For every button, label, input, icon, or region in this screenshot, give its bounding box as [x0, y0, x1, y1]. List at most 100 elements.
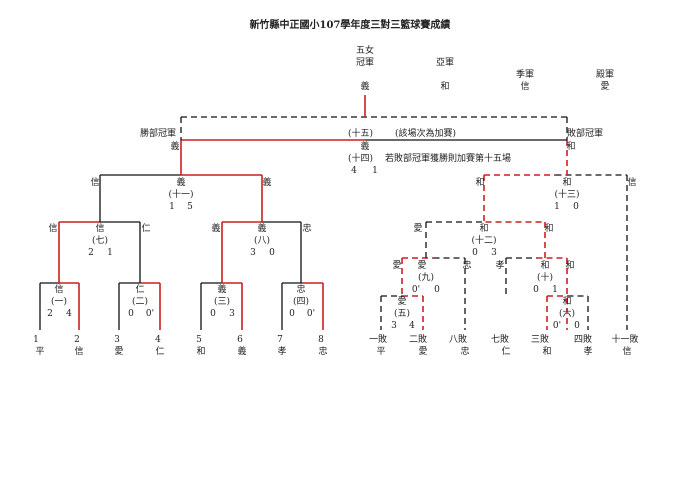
team-4: 仁 [155, 345, 164, 357]
loser-team-5: 和 [542, 346, 551, 357]
g8-label: (八) [254, 235, 270, 246]
g1-winner: 信 [54, 283, 63, 295]
g12-score-right: 3 [491, 248, 497, 258]
seed-6: 6 [237, 335, 243, 345]
g12-score-left: 0 [472, 248, 478, 258]
g11-right-team: 義 [262, 176, 271, 188]
seed-2: 2 [74, 335, 80, 345]
loser-entry-7: 十一敗 [611, 333, 638, 345]
g11-score-left: 1 [169, 202, 175, 212]
g10-label: (十) [537, 271, 553, 283]
g13-winner: 和 [562, 177, 571, 188]
g3-score-left: 0 [210, 309, 216, 319]
seed-4: 4 [155, 335, 161, 345]
g3-label: (三) [214, 296, 230, 307]
seed-8: 8 [318, 335, 324, 345]
g1-label: (一) [51, 296, 67, 307]
game14-label: (十四) [348, 152, 373, 164]
team-6: 義 [237, 345, 246, 357]
g12-winner: 和 [479, 223, 488, 234]
g8-left-team: 義 [211, 222, 220, 234]
g9-score-left: 0' [412, 285, 420, 295]
g5-label: (五) [394, 308, 410, 319]
g12-label: (十二) [471, 234, 496, 246]
g7-label: (七) [92, 235, 108, 246]
loser-team-6: 孝 [583, 346, 592, 357]
g9-left-team: 愛 [392, 259, 401, 271]
g6-winner: 和 [562, 296, 571, 307]
g4-score-right: 0' [307, 309, 315, 319]
g13-right-team: 信 [627, 176, 636, 188]
g4-score-left: 0 [289, 309, 295, 319]
loser-entry-1: 一敗 [369, 333, 387, 345]
team-5: 和 [196, 346, 205, 357]
g6-score-left: 0' [553, 321, 561, 331]
g1-score-left: 2 [47, 309, 53, 319]
loser-team-2: 愛 [418, 345, 427, 357]
g3-winner: 義 [217, 283, 226, 295]
g11-score-right: 5 [187, 202, 193, 212]
bracket-lines [39, 95, 628, 330]
g13-label: (十三) [554, 188, 579, 200]
game14-score-left: 4 [351, 166, 357, 176]
g2-score-left: 0 [128, 309, 134, 319]
standing-first-label-2: 冠軍 [356, 57, 374, 68]
page-title: 新竹縣中正國小107學年度三對三籃球賽成績 [250, 18, 451, 31]
g10-right-team: 和 [565, 260, 574, 271]
g7-winner: 信 [95, 222, 104, 234]
team-7: 孝 [277, 346, 286, 357]
standing-third-value: 信 [520, 80, 529, 92]
loser-team-3: 忠 [460, 346, 469, 357]
g4-label: (四) [293, 296, 309, 307]
team-3: 愛 [114, 345, 123, 357]
loser-entry-3: 八敗 [449, 333, 467, 345]
g8-score-right: 0 [269, 248, 275, 258]
g10-score-left: 0 [533, 285, 539, 295]
loser-entry-4: 七敗 [491, 333, 509, 345]
standing-second-value: 和 [440, 81, 449, 92]
g3-score-right: 3 [229, 309, 235, 319]
g7-score-left: 2 [88, 248, 94, 258]
g2-score-right: 0' [146, 309, 154, 319]
standing-fourth-value: 愛 [600, 80, 609, 92]
game15-note: (該場次為加賽) [395, 127, 456, 139]
g1-score-right: 4 [66, 309, 72, 319]
loser-entry-5: 三敗 [531, 333, 549, 345]
g5-score-left: 3 [391, 321, 397, 331]
team-2: 信 [74, 345, 83, 357]
g9-score-right: 0 [434, 285, 440, 295]
g6-score-right: 0 [574, 321, 580, 331]
game14-score-right: 1 [372, 166, 378, 176]
g8-winner: 義 [257, 222, 266, 234]
standing-first-value: 義 [360, 80, 369, 92]
g9-label: (九) [418, 272, 434, 283]
seed-1: 1 [33, 335, 39, 345]
g2-winner: 仁 [135, 283, 144, 295]
g12-left-team: 愛 [413, 222, 422, 234]
g13-score-left: 1 [554, 202, 560, 212]
g10-score-right: 1 [552, 285, 558, 295]
loser-team-7: 信 [622, 345, 631, 357]
g5-score-right: 4 [409, 321, 415, 331]
standing-third-label: 季軍 [516, 68, 534, 80]
g13-left-team: 和 [475, 177, 484, 188]
loser-team-1: 平 [376, 346, 385, 357]
g11-winner: 義 [176, 176, 185, 188]
game15-label: (十五) [348, 127, 373, 139]
g9-right-team: 忠 [462, 260, 471, 271]
g7-left-team: 信 [48, 222, 57, 234]
g11-left-team: 信 [90, 176, 99, 188]
standing-first-label-1: 五女 [356, 44, 374, 56]
seed-7: 7 [277, 335, 283, 345]
losers-champion: 和 [566, 141, 575, 152]
winners-champion-label: 勝部冠軍 [140, 127, 176, 139]
standing-fourth-label: 殿軍 [596, 69, 614, 80]
standing-second-label: 亞軍 [436, 57, 454, 68]
game14-note: 若敗部冠軍獲勝則加賽第十五場 [385, 152, 511, 164]
losers-champion-label: 敗部冠軍 [567, 127, 603, 139]
loser-entry-2: 二敗 [409, 333, 427, 345]
g6-label: (六) [559, 307, 575, 319]
g2-label: (二) [132, 296, 148, 307]
loser-team-4: 仁 [501, 345, 510, 357]
